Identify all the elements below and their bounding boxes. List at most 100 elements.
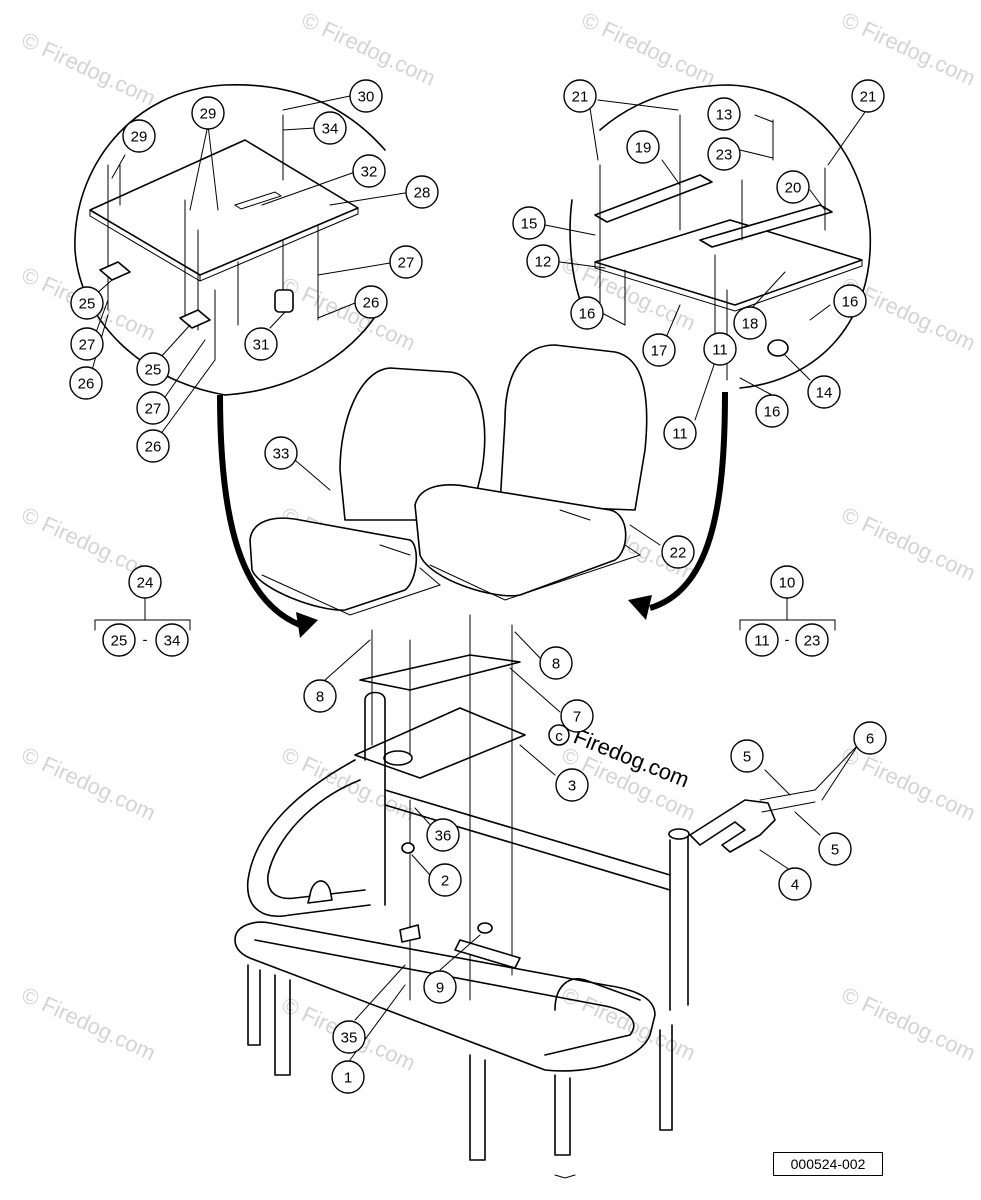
callout-circle <box>70 286 104 320</box>
callout-26: 26 <box>69 366 103 400</box>
callout-label: 27 <box>145 401 162 418</box>
callout-circle <box>755 394 789 428</box>
callout-25: 25 <box>70 286 104 320</box>
callout-5: 5 <box>730 739 764 773</box>
watermark-text: © Firedog.com <box>298 7 440 91</box>
callout-circle <box>423 970 457 1004</box>
callout-label: 21 <box>860 89 877 106</box>
callout-21: 21 <box>851 79 885 113</box>
callout-34: 34 <box>313 111 347 145</box>
callout-circle <box>352 154 386 188</box>
callout-label: 7 <box>573 709 581 726</box>
callout-label: 23 <box>716 147 733 164</box>
callout-label: 28 <box>414 185 431 202</box>
callout-label: 12 <box>535 254 552 271</box>
callout-label: 1 <box>344 1070 352 1087</box>
callout-label: 2 <box>441 873 449 890</box>
callout-circle <box>313 111 347 145</box>
callout-circle <box>663 416 697 450</box>
callout-circle <box>703 332 737 366</box>
callout-3: 3 <box>555 768 589 802</box>
callout-label: 15 <box>521 216 538 233</box>
callout-circle <box>526 244 560 278</box>
watermark-text: © Firedog.com <box>278 272 420 356</box>
callout-label: 11 <box>712 342 728 359</box>
callout-circle <box>136 391 170 425</box>
callout-15: 15 <box>512 206 546 240</box>
callout-29: 29 <box>122 119 156 153</box>
callout-4: 4 <box>778 867 812 901</box>
seat-frame <box>234 691 816 1161</box>
callout-circle <box>730 739 764 773</box>
callout-circle <box>733 306 767 340</box>
callout-5: 5 <box>818 832 852 866</box>
callout-27: 27 <box>136 391 170 425</box>
callout-circle <box>833 284 867 318</box>
callout-label: 21 <box>572 89 589 106</box>
callout-label: 26 <box>145 439 162 456</box>
watermark-text: © Firedog.com <box>18 982 160 1066</box>
callout-27: 27 <box>70 327 104 361</box>
watermark-text: © Firedog.com <box>18 742 160 826</box>
callout-label: 25 <box>145 362 162 379</box>
callout-21: 21 <box>563 79 597 113</box>
callout-label: 16 <box>579 306 596 323</box>
callout-label: 9 <box>436 980 444 997</box>
callout-circle <box>563 79 597 113</box>
callout-circle <box>512 206 546 240</box>
callout-26: 26 <box>136 429 170 463</box>
callout-label: 3 <box>568 778 576 795</box>
callout-circle <box>426 818 460 852</box>
watermark-text: © Firedog.com <box>578 7 720 91</box>
callout-label: 4 <box>791 877 799 894</box>
callout-label: 33 <box>273 446 290 463</box>
callout-circle <box>807 375 841 409</box>
callout-6: 6 <box>853 721 887 755</box>
svg-text:c: c <box>555 728 563 745</box>
range-from-circle <box>745 623 779 657</box>
watermark-text: © Firedog.com <box>18 27 160 111</box>
callout-7: 7 <box>560 699 594 733</box>
callout-label: 27 <box>398 255 415 272</box>
callout-circle <box>770 565 804 599</box>
callout-circle <box>707 97 741 131</box>
callout-circle <box>349 79 383 113</box>
callout-label: 6 <box>866 731 874 748</box>
callout-2: 2 <box>428 863 462 897</box>
callout-circle <box>642 333 676 367</box>
callout-label: 5 <box>831 842 839 859</box>
callout-circle <box>389 245 423 279</box>
callout-23: 23 <box>707 137 741 171</box>
callout-label: 29 <box>131 129 148 146</box>
watermark-text: © Firedog.com <box>838 742 980 826</box>
callout-27: 27 <box>389 245 423 279</box>
callout-circle <box>818 832 852 866</box>
drawing-number: 000524-002 <box>773 1152 883 1176</box>
callout-circle <box>354 285 388 319</box>
callout-16: 16 <box>833 284 867 318</box>
callout-circle <box>626 130 660 164</box>
seat-assembly <box>249 344 648 616</box>
callout-label: 11 <box>672 426 688 443</box>
range-to-circle <box>155 623 189 657</box>
callout-circle <box>405 175 439 209</box>
left-curved-arrow <box>217 394 318 638</box>
callout-circle <box>244 327 278 361</box>
callout-label: 35 <box>341 1030 358 1047</box>
range-from-circle <box>102 623 136 657</box>
callout-label: 16 <box>764 404 781 421</box>
callout-circle <box>661 535 695 569</box>
callout-circle <box>776 170 810 204</box>
callout-circle <box>555 768 589 802</box>
callout-14: 14 <box>807 375 841 409</box>
callout-label: 34 <box>322 121 339 138</box>
right-detail-magnifier <box>569 84 872 389</box>
callout-circle <box>136 352 170 386</box>
callout-circle <box>570 296 604 330</box>
callout-circle <box>778 867 812 901</box>
callout-layer: 1234556788910111112131415161616171819202… <box>69 79 887 1094</box>
callout-circle <box>264 436 298 470</box>
callout-circle <box>560 699 594 733</box>
callout-label: 18 <box>742 316 759 333</box>
